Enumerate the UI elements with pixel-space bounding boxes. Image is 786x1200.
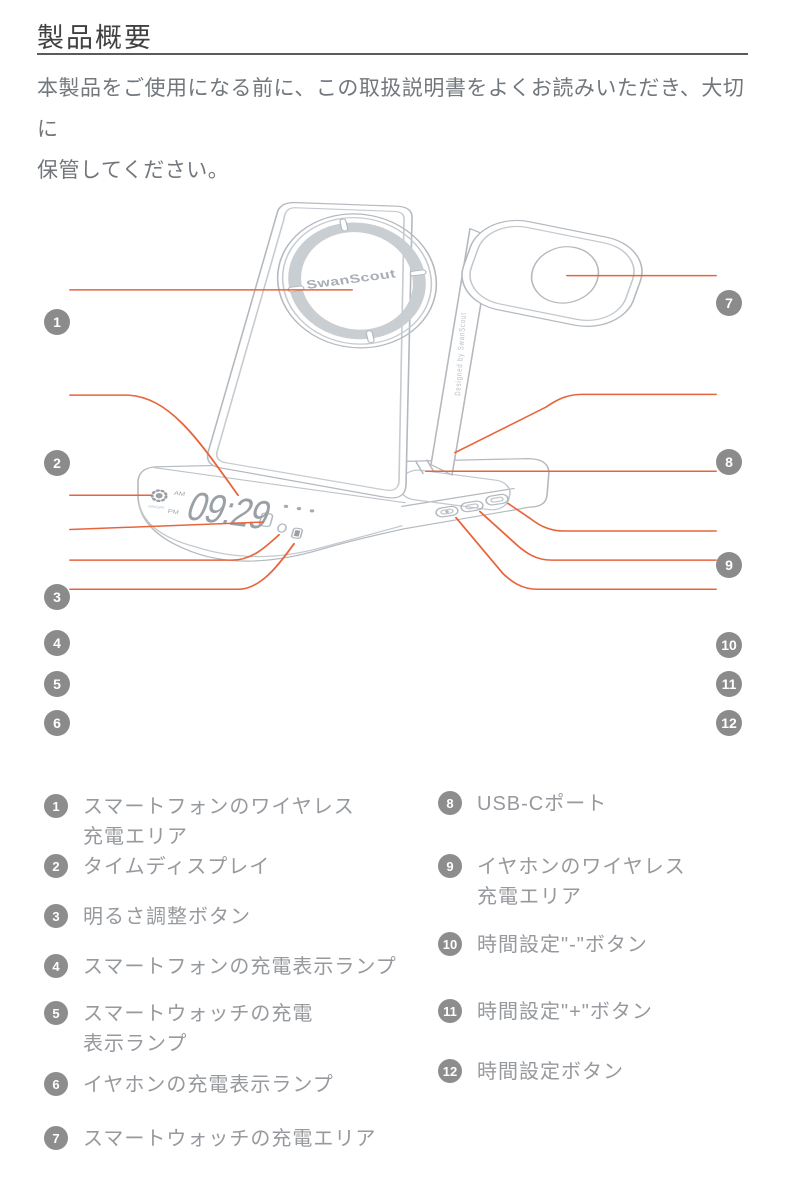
clock-am-label: AM <box>173 490 185 497</box>
callout-badge-1: 1 <box>44 309 70 335</box>
callout-badge-10: 10 <box>716 632 742 658</box>
legend-item-7: 7 スマートウォッチの充電エリア <box>44 1124 376 1154</box>
leader-10 <box>507 502 717 532</box>
callout-badge-11: 11 <box>716 671 742 697</box>
legend-item-3: 3 明るさ調整ボタン <box>44 902 251 932</box>
leader-12 <box>455 516 717 591</box>
callout-badge-2: 2 <box>44 450 70 476</box>
intro-paragraph: 本製品をご使用になる前に、この取扱説明書をよくお読みいただき、大切に 保管してく… <box>37 68 757 191</box>
legend-item-1: 1 スマートフォンのワイヤレス充電エリア <box>44 792 355 852</box>
brightness-button <box>150 489 168 503</box>
time-setting-buttons <box>435 493 509 518</box>
phone-stand-plate <box>206 201 438 499</box>
clock-pm-label: PM <box>167 509 179 516</box>
leader-11 <box>479 510 717 561</box>
legend-item-10: 10 時間設定"-"ボタン <box>438 930 648 960</box>
legend-item-9: 9 イヤホンのワイヤレス充電エリア <box>438 852 686 912</box>
callout-leader-lines <box>69 274 717 591</box>
intro-line-1: 本製品をご使用になる前に、この取扱説明書をよくお読みいただき、大切に <box>37 77 745 141</box>
device-diagram: SwanScout Designed by SwanScout AM PM ON… <box>69 201 717 591</box>
legend-item-5: 5 スマートウォッチの充電表示ランプ <box>44 999 313 1059</box>
callout-badge-4: 4 <box>44 630 70 656</box>
watch-charger-arm <box>461 219 643 327</box>
clock-time: 09:29 <box>181 484 277 538</box>
legend-item-8: 8 USB-Cポート <box>438 789 607 819</box>
callout-badge-3: 3 <box>44 584 70 610</box>
leader-4 <box>69 521 264 531</box>
leader-6 <box>69 542 295 591</box>
page-title: 製品概要 <box>37 23 153 53</box>
legend-item-11: 11 時間設定"+"ボタン <box>438 997 653 1027</box>
callout-badge-7: 7 <box>716 290 742 316</box>
callout-badge-12: 12 <box>716 710 742 736</box>
time-set-button <box>435 505 459 518</box>
callout-badge-9: 9 <box>716 552 742 578</box>
watch-charge-lamp <box>277 523 287 533</box>
callout-badge-6: 6 <box>44 710 70 736</box>
legend-item-6: 6 イヤホンの充電表示ランプ <box>44 1070 334 1100</box>
time-plus-button <box>460 500 484 513</box>
earphone-charge-lamp <box>290 527 304 539</box>
magsafe-ring <box>276 213 438 349</box>
phone-charge-lamp <box>258 512 274 528</box>
legend-item-2: 2 タイムディスプレイ <box>44 852 270 882</box>
watch-charging-pad <box>530 246 600 304</box>
brightness-button-label: ON/OFF <box>148 504 166 510</box>
callout-badge-5: 5 <box>44 671 70 697</box>
callout-badge-8: 8 <box>716 449 742 475</box>
leader-5 <box>69 534 280 561</box>
title-underline <box>37 53 748 55</box>
clock-display <box>150 489 168 503</box>
leader-8 <box>454 393 717 454</box>
legend-item-12: 12 時間設定ボタン <box>438 1057 624 1087</box>
leader-2 <box>69 394 239 496</box>
charging-indicator-lamps <box>258 504 315 539</box>
time-minus-button <box>485 493 509 506</box>
legend-item-4: 4 スマートフォンの充電表示ランプ <box>44 952 397 982</box>
intro-line-2: 保管してください。 <box>37 159 230 182</box>
